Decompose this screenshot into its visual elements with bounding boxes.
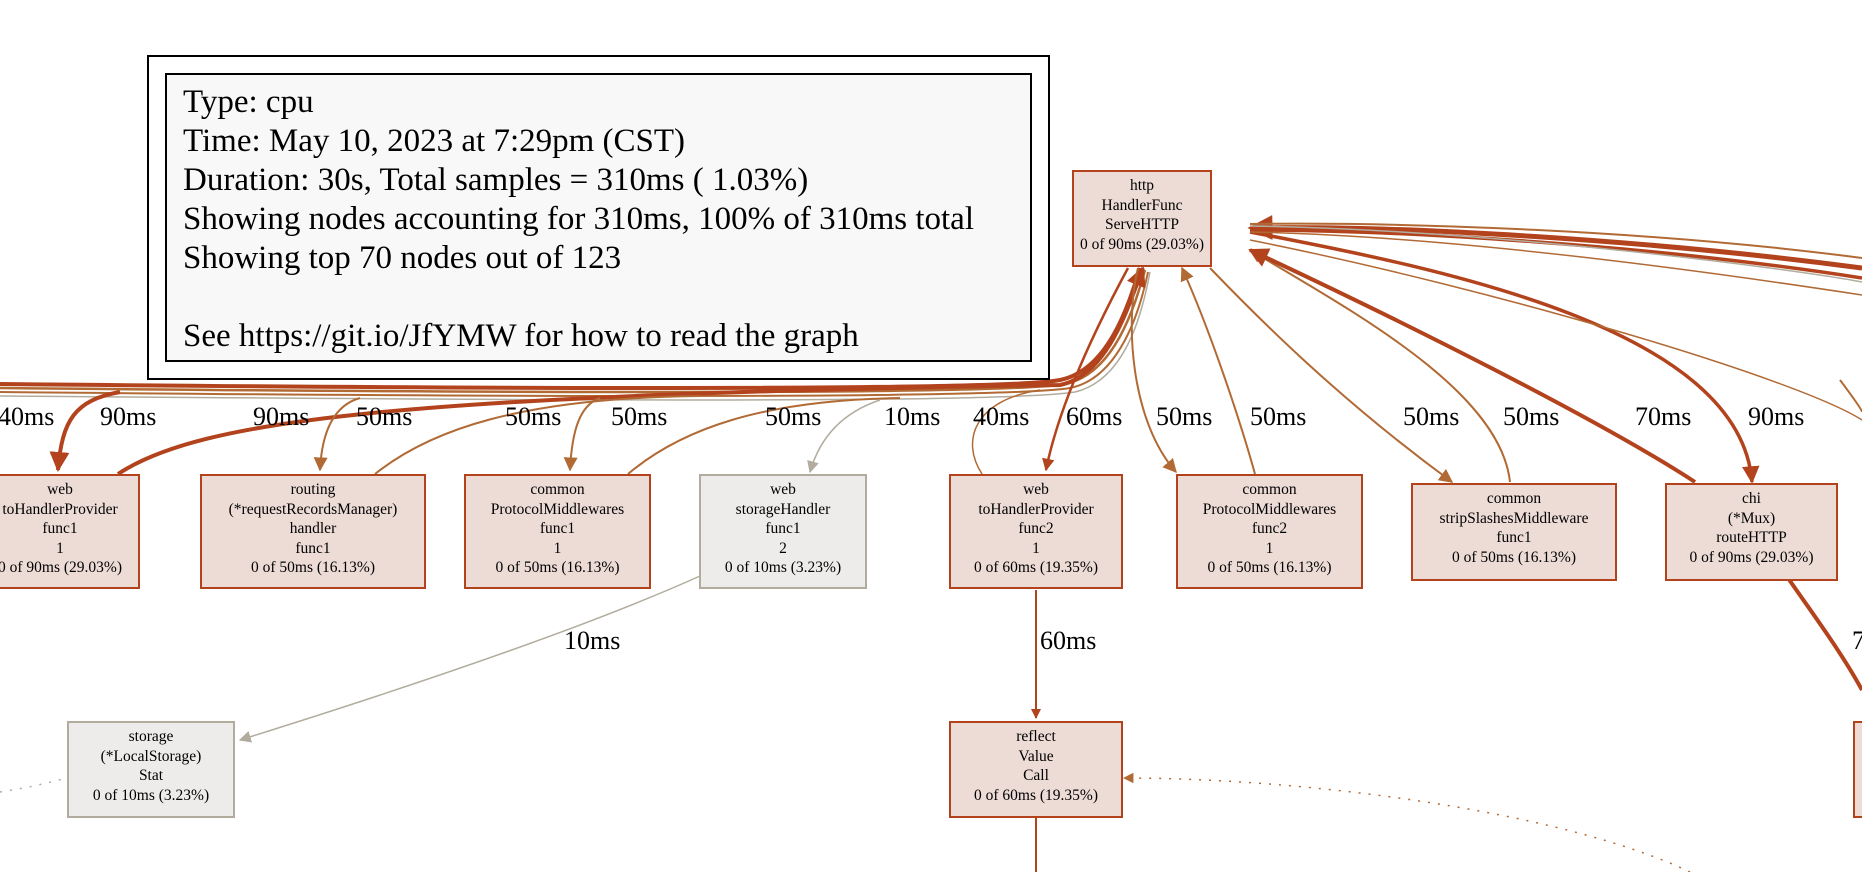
edge-label: 50ms	[1403, 402, 1460, 431]
edge-right-4	[1249, 231, 1862, 296]
node-common-protocol-func1[interactable]: common ProtocolMiddlewares func1 1 0 of …	[464, 474, 651, 589]
node-http-handlerfunc[interactable]: http HandlerFunc ServeHTTP 0 of 90ms (29…	[1072, 170, 1212, 267]
edge-dotted-reflect	[1122, 772, 1691, 872]
edge-to-routing	[313, 397, 361, 472]
edge-common-func1-out	[627, 397, 901, 475]
edge-label: 70ms	[1635, 402, 1692, 431]
edge-right-5	[1249, 225, 1862, 283]
edge-label: 50ms	[1156, 402, 1213, 431]
node-web-storage-handler[interactable]: web storageHandler func1 2 0 of 10ms (3.…	[699, 474, 867, 589]
edge-func2-up	[971, 389, 1041, 475]
node-common-protocol-func2[interactable]: common ProtocolMiddlewares func2 1 0 of …	[1176, 474, 1363, 589]
edge-bundle-4	[0, 271, 1151, 401]
edge-bundle-3	[0, 271, 1149, 397]
edge-right-6	[1249, 239, 1862, 421]
edge-label: 10ms	[884, 402, 941, 431]
node-reflect-call[interactable]: reflect Value Call 0 of 60ms (19.35%)	[949, 721, 1123, 818]
edge-routing-out	[374, 395, 701, 475]
legend-top-nodes: Showing top 70 nodes out of 123	[183, 240, 622, 276]
edge-label: 50ms	[505, 402, 562, 431]
edge-label: 40ms	[0, 402, 55, 431]
node-web-tohandler-func2[interactable]: web toHandlerProvider func2 1 0 of 60ms …	[949, 474, 1123, 589]
edge-to-storage-handler	[807, 399, 881, 474]
node-chi-mux[interactable]: chi (*Mux) routeHTTP 0 of 90ms (29.03%)	[1665, 483, 1838, 581]
edge-label: 10ms	[564, 626, 621, 655]
edge-chi-to-http	[1248, 248, 1697, 484]
legend-box: Type: cpu Time: May 10, 2023 at 7:29pm (…	[147, 55, 1050, 380]
edge-chi-down	[1786, 576, 1862, 691]
edge-label: 40ms	[973, 402, 1030, 431]
legend-duration: Duration: 30s, Total samples = 310ms ( 1…	[183, 162, 809, 198]
node-routing-handler[interactable]: routing (*requestRecordsManager) handler…	[200, 474, 426, 589]
edge-label: 60ms	[1040, 626, 1097, 655]
edge-label: 50ms	[611, 402, 668, 431]
edge-http-to-strip	[1209, 267, 1454, 483]
edge-bundle-2	[0, 269, 1147, 394]
legend-inner: Type: cpu Time: May 10, 2023 at 7:29pm (…	[165, 73, 1032, 362]
edge-label: 50ms	[765, 402, 822, 431]
node-common-strip-slashes[interactable]: common stripSlashesMiddleware func1 0 of…	[1411, 483, 1617, 581]
edge-storage-handler-to-stat	[238, 575, 701, 743]
legend-type: Type: cpu	[183, 84, 314, 120]
node-offscreen-right[interactable]	[1853, 721, 1862, 818]
edge-label: 50ms	[1250, 402, 1307, 431]
edge-label: 90ms	[253, 402, 310, 431]
edge-label: 7	[1852, 626, 1862, 655]
legend-showing-nodes: Showing nodes accounting for 310ms, 100%…	[183, 201, 975, 237]
edge-label: 60ms	[1066, 402, 1123, 431]
edge-right-7	[1839, 379, 1862, 413]
legend-time: Time: May 10, 2023 at 7:29pm (CST)	[183, 123, 686, 159]
edge-right-3	[1249, 222, 1862, 259]
node-storage-stat[interactable]: storage (*LocalStorage) Stat 0 of 10ms (…	[67, 721, 235, 818]
legend-help-link: See https://git.io/JfYMW for how to read…	[183, 318, 859, 354]
edge-web-func1-to-http	[116, 266, 1146, 476]
edge-label: 90ms	[100, 402, 157, 431]
edge-to-web-tohandler-func1	[49, 390, 121, 472]
edge-http-to-common-func2	[1130, 267, 1177, 474]
edge-dotted-left	[0, 777, 67, 793]
edge-http-to-chi	[1249, 230, 1760, 484]
edge-strip-to-http	[1248, 249, 1511, 483]
node-web-tohandler-func1[interactable]: web toHandlerProvider func1 1 0 of 90ms …	[0, 474, 140, 589]
edge-common-func2-to-http	[1180, 266, 1256, 475]
edge-label: 50ms	[1503, 402, 1560, 431]
edge-http-to-func2	[1042, 267, 1130, 472]
edge-to-common-func1	[563, 397, 601, 472]
edge-label: 50ms	[356, 402, 413, 431]
edge-label: 90ms	[1748, 402, 1805, 431]
